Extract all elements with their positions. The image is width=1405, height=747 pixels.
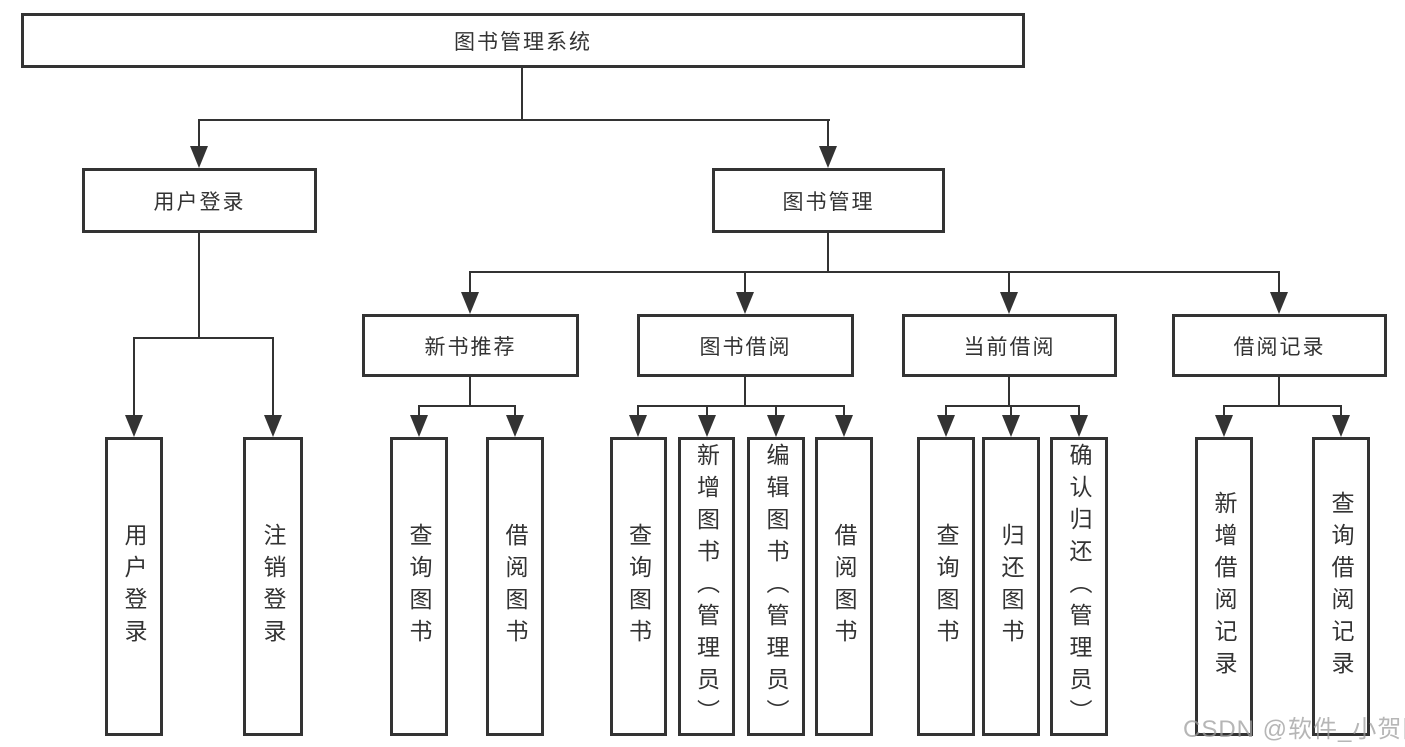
node-return-books: 归还图书 [982, 437, 1040, 736]
node-borrowing-records-label: 借阅记录 [1233, 335, 1326, 359]
connector-stem [1008, 377, 1010, 405]
connector-drop [133, 337, 135, 417]
node-login-action: 用户登录 [105, 437, 163, 736]
node-new-book-recommendation-label: 新书推荐 [424, 335, 517, 359]
connector-drop [514, 405, 516, 417]
node-add-borrow-record: 新增借阅记录 [1195, 437, 1253, 736]
arrow-down-icon [410, 415, 428, 437]
node-current-borrowing-label: 当前借阅 [963, 335, 1056, 359]
arrow-down-icon [1070, 415, 1088, 437]
node-borrow-books-borrowing-label: 借阅图书 [831, 522, 857, 651]
arrow-down-icon [736, 292, 754, 314]
connector-stem [827, 233, 829, 271]
arrow-down-icon [125, 415, 143, 437]
arrow-down-icon [698, 415, 716, 437]
node-root-label: 图书管理系统 [454, 30, 592, 54]
connector-stem [469, 377, 471, 405]
node-borrow-books-borrowing: 借阅图书 [815, 437, 873, 736]
arrow-down-icon [190, 146, 208, 168]
connector-stem [1278, 377, 1280, 405]
connector-drop [706, 405, 708, 417]
node-query-books-borrowing-label: 查询图书 [625, 522, 652, 651]
node-query-books-recommend: 查询图书 [390, 437, 448, 736]
node-confirm-return-admin-label: 确认归还（管理员） [1066, 442, 1092, 731]
connector-drop [1223, 405, 1225, 417]
node-new-book-recommendation: 新书推荐 [362, 314, 579, 377]
connector-rail [946, 405, 1080, 407]
node-add-borrow-record-label: 新增借阅记录 [1211, 490, 1237, 683]
connector-level1-rail [198, 119, 830, 121]
node-login-action-label: 用户登录 [121, 522, 147, 651]
node-book-borrowing: 图书借阅 [637, 314, 854, 377]
arrow-down-icon [1002, 415, 1020, 437]
connector-drop [1010, 405, 1012, 417]
node-query-borrow-record: 查询借阅记录 [1312, 437, 1370, 736]
node-query-books-recommend-label: 查询图书 [406, 522, 432, 651]
arrow-down-icon [819, 146, 837, 168]
node-logout-action: 注销登录 [243, 437, 303, 736]
node-add-books-admin: 新增图书（管理员） [678, 437, 735, 736]
node-current-borrowing: 当前借阅 [902, 314, 1117, 377]
arrow-down-icon [1332, 415, 1350, 437]
connector-drop [843, 405, 845, 417]
connector-drop [272, 337, 274, 417]
node-book-management-label: 图书管理 [782, 190, 875, 214]
node-logout-action-label: 注销登录 [260, 522, 286, 651]
node-book-management: 图书管理 [712, 168, 945, 233]
connector-rail [419, 405, 516, 407]
connector-drop [744, 271, 746, 296]
connector-rail [1224, 405, 1342, 407]
arrow-down-icon [461, 292, 479, 314]
connector-drop [775, 405, 777, 417]
connector-level2-rail [470, 271, 1280, 273]
arrow-down-icon [937, 415, 955, 437]
connector-drop [1340, 405, 1342, 417]
node-user-login-label: 用户登录 [153, 190, 246, 214]
connector-drop [1278, 271, 1280, 296]
arrow-down-icon [767, 415, 785, 437]
node-return-books-label: 归还图书 [998, 522, 1024, 651]
arrow-down-icon [1000, 292, 1018, 314]
node-query-books-borrowing: 查询图书 [610, 437, 667, 736]
node-edit-books-admin-label: 编辑图书（管理员） [763, 442, 789, 731]
node-edit-books-admin: 编辑图书（管理员） [747, 437, 805, 736]
node-borrow-books-recommend-label: 借阅图书 [502, 522, 528, 651]
connector-drop [418, 405, 420, 417]
arrow-down-icon [629, 415, 647, 437]
node-confirm-return-admin: 确认归还（管理员） [1050, 437, 1108, 736]
csdn-watermark: CSDN @软件_小贺同学 [1183, 716, 1405, 743]
connector-drop [945, 405, 947, 417]
connector-drop [637, 405, 639, 417]
node-user-login: 用户登录 [82, 168, 317, 233]
connector-drop [827, 119, 829, 147]
connector-drop [1008, 271, 1010, 296]
node-borrow-books-recommend: 借阅图书 [486, 437, 544, 736]
arrow-down-icon [506, 415, 524, 437]
node-add-books-admin-label: 新增图书（管理员） [693, 442, 720, 731]
connector-drop [198, 119, 200, 147]
node-query-books-current: 查询图书 [917, 437, 975, 736]
connector-drop [1078, 405, 1080, 417]
connector-root-stem [521, 68, 523, 119]
arrow-down-icon [1270, 292, 1288, 314]
connector-rail [133, 337, 274, 339]
node-root: 图书管理系统 [21, 13, 1025, 68]
arrow-down-icon [835, 415, 853, 437]
node-borrowing-records: 借阅记录 [1172, 314, 1387, 377]
connector-rail [638, 405, 845, 407]
node-book-borrowing-label: 图书借阅 [699, 335, 792, 359]
arrow-down-icon [1215, 415, 1233, 437]
connector-stem [744, 377, 746, 405]
arrow-down-icon [264, 415, 282, 437]
connector-stem [198, 233, 200, 337]
connector-drop [469, 271, 471, 296]
node-query-books-current-label: 查询图书 [933, 522, 959, 651]
node-query-borrow-record-label: 查询借阅记录 [1328, 490, 1354, 683]
